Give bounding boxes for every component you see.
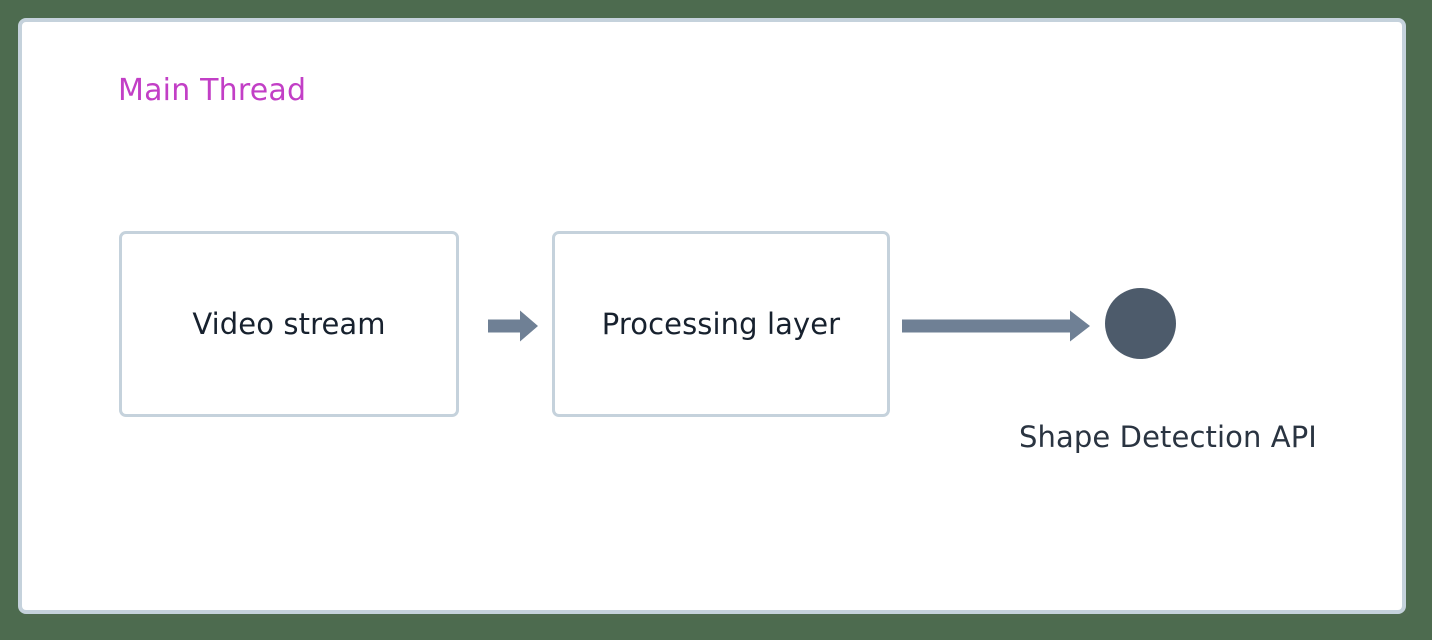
node-video-stream[interactable]: Video stream <box>119 231 459 417</box>
arrow-right-icon <box>488 310 538 342</box>
node-shape-detection-api-label: Shape Detection API <box>1019 420 1317 454</box>
node-video-stream-label: Video stream <box>192 307 386 341</box>
diagram-frame: Main Thread Video stream Processing laye… <box>18 18 1406 614</box>
node-shape-detection-api-circle[interactable] <box>1105 288 1176 359</box>
cluster-title-main-thread: Main Thread <box>118 73 307 108</box>
arrow-processing-to-api <box>894 306 1098 346</box>
arrow-video-to-processing <box>462 306 546 346</box>
node-processing-layer-label: Processing layer <box>601 307 841 341</box>
arrow-right-icon <box>902 310 1090 342</box>
node-processing-layer[interactable]: Processing layer <box>552 231 890 417</box>
